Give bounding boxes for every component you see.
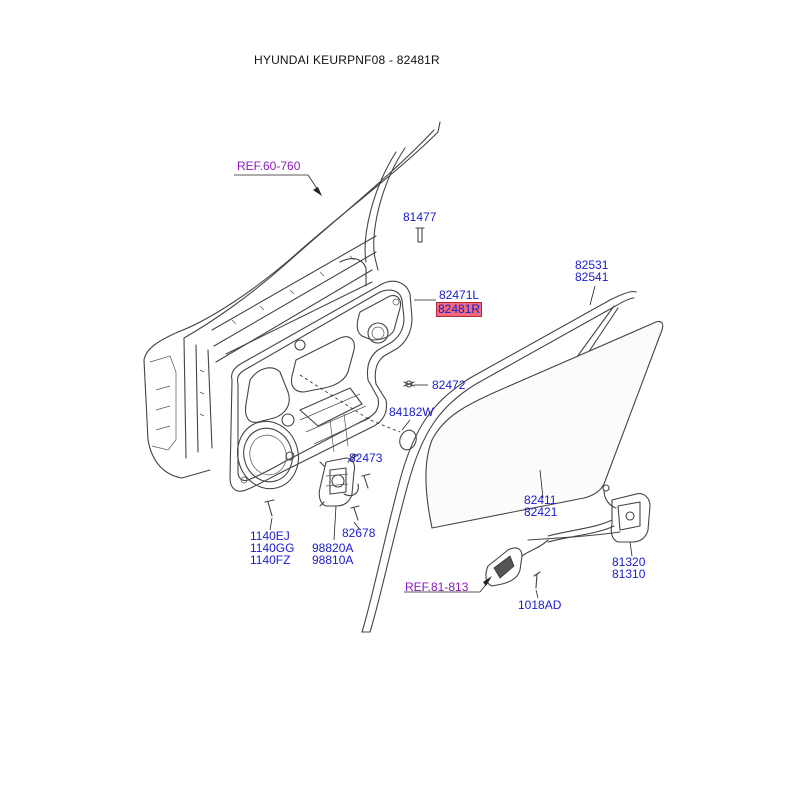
bolt-82678 bbox=[350, 505, 360, 521]
part-1140GG[interactable]: 1140GG bbox=[250, 541, 295, 555]
part-82473[interactable]: 82473 bbox=[349, 451, 383, 465]
part-98810A[interactable]: 98810A bbox=[312, 553, 354, 567]
part-82481R-highlighted[interactable]: 82481R bbox=[436, 302, 483, 317]
bolt-82472 bbox=[403, 380, 415, 388]
door-module-panel bbox=[229, 280, 413, 492]
part-98820A[interactable]: 98820A bbox=[312, 541, 354, 555]
part-82471L[interactable]: 82471L bbox=[439, 288, 480, 302]
bolt-82473 bbox=[361, 473, 371, 489]
diagram-title: HYUNDAI KEURPNF08 - 82481R bbox=[254, 53, 440, 67]
part-81310[interactable]: 81310 bbox=[612, 567, 646, 581]
plug-84182W bbox=[399, 429, 417, 451]
bolt-1140 bbox=[264, 499, 275, 517]
part-1018AD[interactable]: 1018AD bbox=[518, 598, 562, 612]
door-frame bbox=[143, 121, 441, 479]
part-82411[interactable]: 82411 bbox=[524, 493, 557, 507]
part-82531[interactable]: 82531 bbox=[575, 258, 609, 272]
window-regulator-motor bbox=[318, 453, 359, 507]
part-1140FZ[interactable]: 1140FZ bbox=[250, 553, 291, 567]
part-81477[interactable]: 81477 bbox=[403, 210, 437, 224]
inside-door-handle bbox=[485, 539, 549, 587]
part-82421[interactable]: 82421 bbox=[524, 505, 558, 519]
part-1140EJ[interactable]: 1140EJ bbox=[250, 529, 290, 543]
part-81320[interactable]: 81320 bbox=[612, 555, 646, 569]
part-82541[interactable]: 82541 bbox=[575, 270, 609, 284]
screw-1018AD bbox=[533, 571, 541, 589]
door-lock-actuator bbox=[527, 484, 651, 543]
bolt-81477 bbox=[415, 227, 425, 243]
ref-81-813-link[interactable]: REF.81-813 bbox=[405, 580, 469, 594]
part-82678[interactable]: 82678 bbox=[342, 526, 376, 540]
part-82472[interactable]: 82472 bbox=[432, 378, 466, 392]
ref-60-760-link[interactable]: REF.60-760 bbox=[237, 159, 301, 173]
door-glass bbox=[425, 320, 664, 529]
part-84182W[interactable]: 84182W bbox=[389, 405, 434, 419]
